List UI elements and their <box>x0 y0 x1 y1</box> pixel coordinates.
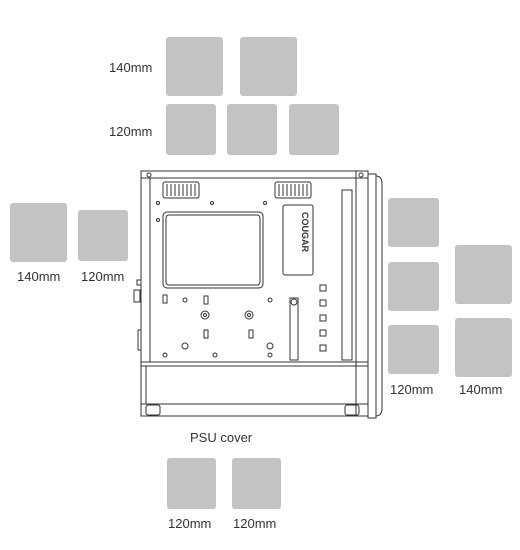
rear-120mm-fan-1 <box>388 198 439 247</box>
psu-cover-120mm-fan-1 <box>167 458 216 509</box>
case-outline <box>140 170 369 417</box>
top-140mm-label: 140mm <box>109 60 153 75</box>
foot-right <box>344 404 360 416</box>
front-120mm-fan <box>78 210 128 261</box>
rear-140mm-label: 140mm <box>459 382 503 397</box>
top-140mm-fan-1 <box>166 37 223 96</box>
front-120mm-label: 120mm <box>81 269 125 284</box>
cpu-cutout <box>162 211 264 289</box>
rear-frame <box>355 170 369 417</box>
top-120mm-fan-2 <box>227 104 277 155</box>
front-140mm-fan <box>10 203 67 262</box>
psu-cover-120mm-fan-2 <box>232 458 281 509</box>
foot-left <box>145 404 161 416</box>
top-120mm-fan-1 <box>166 104 216 155</box>
top-vent-right <box>274 181 312 199</box>
side-glass-edge <box>367 173 377 419</box>
top-120mm-fan-3 <box>289 104 339 155</box>
top-120mm-label: 120mm <box>109 124 153 139</box>
psu-cover-120mm-label-2: 120mm <box>233 516 277 531</box>
top-140mm-fan-2 <box>240 37 297 96</box>
case-brand-logo: COUGAR <box>300 212 310 252</box>
psu-cover-120mm-label-1: 120mm <box>168 516 212 531</box>
front-140mm-label: 140mm <box>17 269 61 284</box>
rear-140mm-fan-2 <box>455 318 512 377</box>
rear-140mm-fan-1 <box>455 245 512 304</box>
psu-cover-label: PSU cover <box>190 430 253 445</box>
rear-120mm-fan-2 <box>388 262 439 311</box>
cable-slot <box>282 204 314 276</box>
rear-120mm-label: 120mm <box>390 382 434 397</box>
rear-120mm-fan-3 <box>388 325 439 374</box>
top-vent-left <box>162 181 200 199</box>
